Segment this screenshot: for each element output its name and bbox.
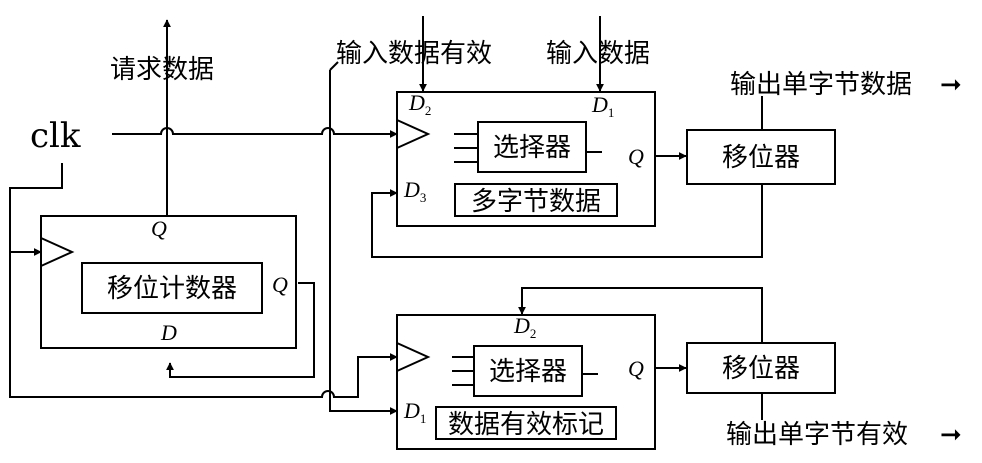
top-feedback-to-d3 (371, 184, 763, 258)
input-data-label: 输入数据 (546, 39, 650, 69)
top-selector-box (477, 121, 587, 173)
clk-label: clk (30, 116, 81, 156)
top-d3-pin: D3 (403, 177, 426, 205)
counter-feedback-wire (166, 282, 315, 378)
input-valid-tap-top (329, 61, 339, 71)
shift-counter-box (81, 262, 263, 314)
bottom-shifter-box (686, 342, 836, 394)
bottom-d1-pin: D1 (403, 398, 426, 426)
bottom-shifter-label: 移位器 (722, 354, 800, 384)
multibyte-data-label: 多字节数据 (471, 187, 601, 217)
top-shifter-label: 移位器 (722, 143, 800, 173)
top-d1-pin: D1 (591, 92, 614, 120)
counter-clock-triangle (40, 236, 75, 268)
clk-wire-bottom (9, 252, 398, 398)
top-shifter-box (686, 129, 836, 185)
output-byte-data-label: 输出单字节数据 (730, 70, 912, 100)
request-data-label: 请求数据 (110, 55, 214, 85)
input-valid-wire (329, 70, 398, 415)
bottom-clock-triangle (396, 341, 431, 373)
input-data-valid-label: 输入数据有效 (336, 39, 492, 69)
counter-q-top-pin: Q (151, 216, 167, 241)
clk-wire-counter (9, 163, 63, 256)
top-d2-pin: D2 (408, 90, 431, 118)
top-clock-triangle (396, 118, 431, 150)
bottom-q-pin: Q (628, 356, 644, 381)
bottom-selector-box (473, 345, 583, 397)
clk-wire-top (112, 127, 398, 138)
bottom-d2-pin: D2 (513, 313, 536, 341)
multibyte-data-box (454, 183, 618, 217)
top-selector-label: 选择器 (493, 133, 571, 163)
bottom-feedback-to-d2 (518, 287, 763, 343)
output-byte-valid-label: 输出单字节有效 (726, 420, 908, 450)
counter-q-right-pin: Q (272, 272, 288, 297)
counter-d-pin: D (160, 320, 177, 345)
output-byte-data-arrow-icon: ➞ (940, 70, 962, 100)
top-q-pin: Q (628, 144, 644, 169)
data-valid-flag-label: 数据有效标记 (448, 410, 604, 440)
output-byte-valid-arrow-icon: ➞ (940, 420, 962, 450)
bottom-selector-label: 选择器 (489, 357, 567, 387)
data-valid-flag-box (435, 406, 617, 440)
shift-counter-label: 移位计数器 (107, 274, 237, 304)
